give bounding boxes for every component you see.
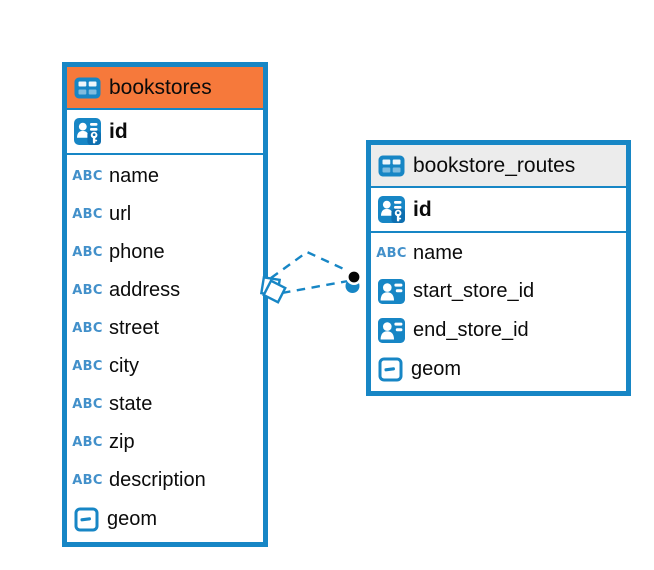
column-name: address (109, 278, 181, 301)
column-row-street[interactable]: ABC street (67, 317, 263, 340)
table-bookstore-routes-header[interactable]: bookstore_routes (371, 145, 626, 188)
column-name: geom (411, 358, 462, 380)
column-row-state[interactable]: ABC state (67, 393, 263, 416)
column-row-name[interactable]: ABC name (371, 242, 626, 265)
column-row-id[interactable]: id (371, 188, 626, 233)
geometry-type-icon (378, 357, 403, 382)
table-bookstores[interactable]: bookstores id ABC (62, 62, 268, 547)
text-type-icon: ABC (72, 206, 103, 222)
column-row-start-store-id[interactable]: start_store_id (371, 279, 626, 304)
column-name: phone (109, 240, 165, 263)
reference-type-icon (378, 279, 405, 304)
column-name: city (109, 355, 139, 378)
relationship-line-end-store[interactable] (281, 279, 349, 295)
text-type-icon: ABC (72, 282, 103, 298)
column-row-city[interactable]: ABC city (67, 355, 263, 378)
relationship-line-start-store[interactable] (270, 250, 349, 279)
text-type-icon: ABC (72, 244, 103, 260)
table-icon (74, 77, 101, 99)
column-row-address[interactable]: ABC address (67, 279, 263, 302)
column-name: zip (109, 431, 135, 454)
column-name: street (109, 316, 160, 339)
column-row-url[interactable]: ABC url (67, 203, 263, 226)
text-type-icon: ABC (72, 320, 103, 336)
column-row-geom[interactable]: geom (67, 507, 263, 532)
text-type-icon: ABC (72, 397, 103, 413)
table-bookstore-routes[interactable]: bookstore_routes id (366, 140, 631, 396)
column-row-phone[interactable]: ABC phone (67, 241, 263, 264)
text-type-icon: ABC (72, 473, 103, 489)
reference-type-icon (378, 318, 405, 343)
column-row-end-store-id[interactable]: end_store_id (371, 318, 626, 343)
text-type-icon: ABC (72, 359, 103, 375)
table-title: bookstores (109, 75, 212, 99)
column-row-geom[interactable]: geom (371, 357, 626, 382)
column-row-zip[interactable]: ABC zip (67, 431, 263, 454)
text-type-icon: ABC (72, 168, 103, 184)
column-name: url (109, 202, 132, 225)
table-title: bookstore_routes (413, 153, 576, 177)
text-type-icon: ABC (376, 246, 407, 261)
column-name: id (109, 119, 128, 143)
column-row-id[interactable]: id (67, 110, 263, 155)
column-name: name (413, 242, 464, 264)
column-row-name[interactable]: ABC name (67, 165, 263, 188)
primary-key-icon (74, 118, 101, 145)
table-icon (378, 155, 405, 177)
text-type-icon: ABC (72, 435, 103, 451)
column-name: id (413, 197, 432, 221)
column-name: name (109, 164, 160, 187)
relationship-endpoint-dots[interactable] (345, 268, 362, 293)
column-name: start_store_id (413, 280, 535, 302)
column-name: description (109, 469, 206, 492)
column-list: ABC name ABC url ABC phone ABC address A… (67, 155, 263, 542)
column-row-description[interactable]: ABC description (67, 469, 263, 492)
column-name: end_store_id (413, 319, 529, 341)
column-name: geom (107, 508, 158, 531)
primary-key-icon (378, 196, 405, 223)
column-name: state (109, 393, 153, 416)
column-list: ABC name start_store_id (371, 233, 626, 391)
geometry-type-icon (74, 507, 99, 532)
table-bookstores-header[interactable]: bookstores (67, 67, 263, 110)
